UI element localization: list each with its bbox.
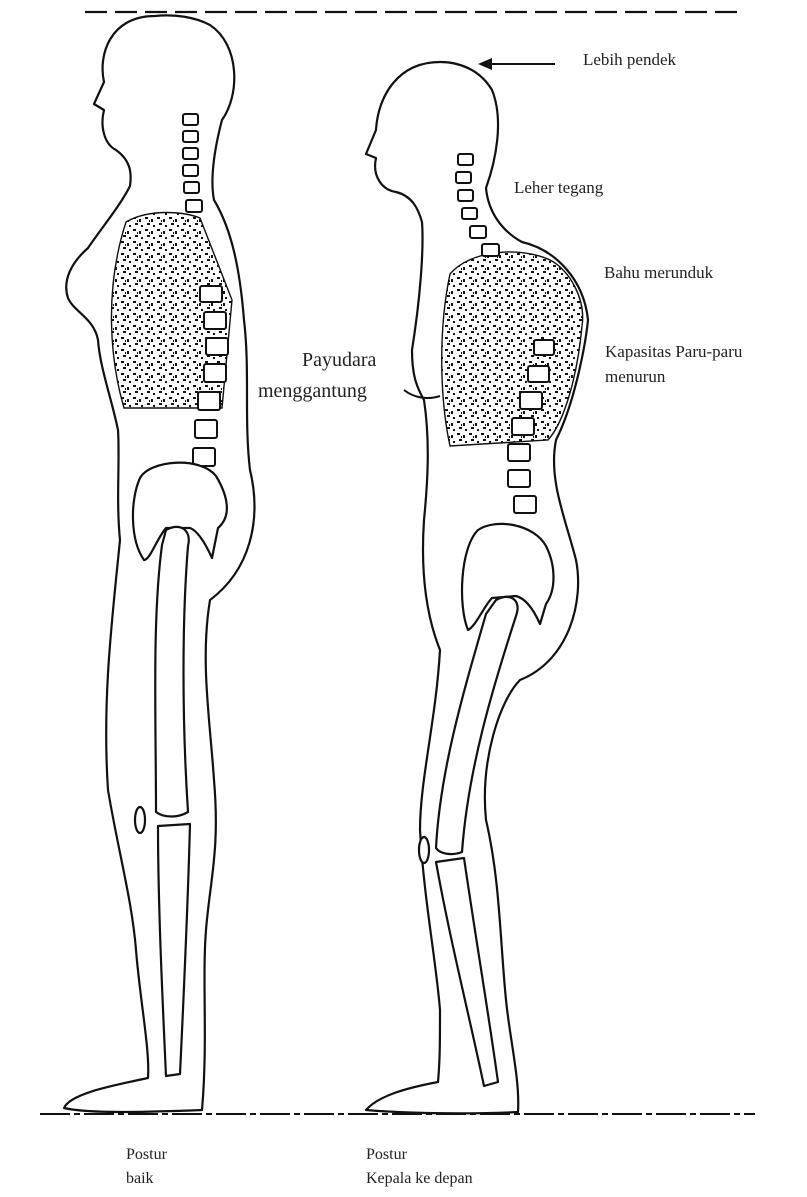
good-posture-tibia <box>158 824 190 1076</box>
label-tense-neck: Leher tegang <box>514 178 604 197</box>
caption-good-posture-2: baik <box>126 1170 154 1187</box>
label-lung-capacity-2: menurun <box>605 367 666 386</box>
caption-forward-head-1: Postur <box>366 1146 408 1163</box>
caption-forward-head-2: Kepala ke depan <box>366 1170 473 1187</box>
forward-head-lung <box>442 252 583 446</box>
caption-good-posture-1: Postur <box>126 1146 168 1163</box>
label-short-neck: Lebih pendek <box>583 50 676 69</box>
good-posture-figure <box>64 15 254 1112</box>
forward-head-figure <box>366 62 588 1113</box>
good-posture-kneecap <box>135 807 145 833</box>
good-posture-femur <box>155 527 189 817</box>
forward-head-tibia <box>436 858 498 1086</box>
label-sagging-breast-1: Payudara <box>302 349 377 371</box>
forward-head-kneecap <box>419 837 429 863</box>
label-drooping-shoulders: Bahu merunduk <box>604 263 714 282</box>
short-neck-arrow <box>478 58 555 70</box>
label-lung-capacity-1: Kapasitas Paru-paru <box>605 342 743 361</box>
label-sagging-breast-2: menggantung <box>258 380 367 402</box>
forward-head-femur <box>436 597 518 854</box>
